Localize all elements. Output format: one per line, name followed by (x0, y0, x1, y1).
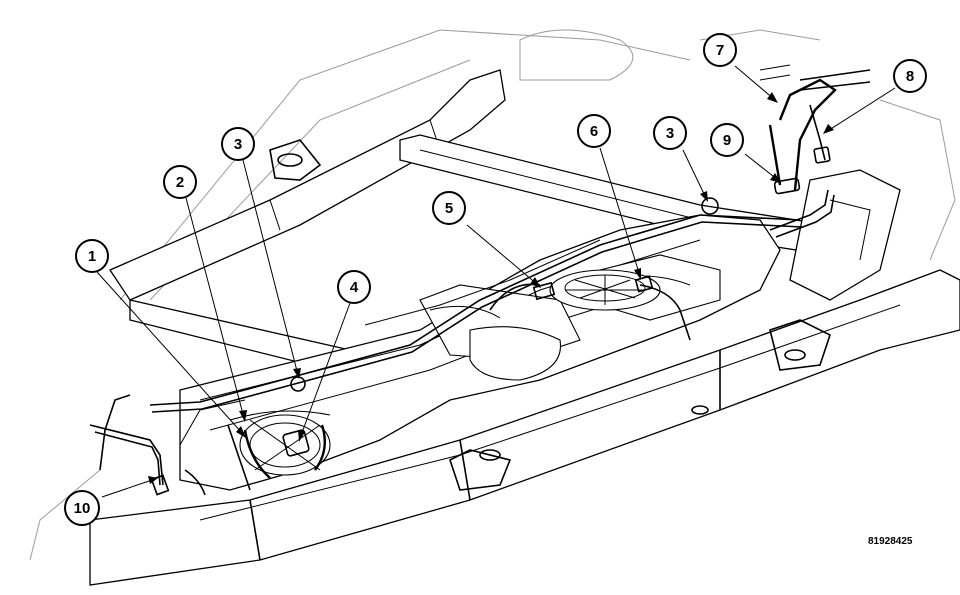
frame-rail-near (89, 269, 960, 586)
callout-3-left: 3 (221, 127, 255, 161)
callout-3-right: 3 (653, 116, 687, 150)
leader-line-3-right (682, 149, 707, 199)
callout-6-label: 6 (590, 123, 598, 140)
callout-10: 10 (64, 490, 100, 526)
callout-2-label: 2 (176, 174, 184, 191)
fuel-line-fitting (634, 275, 654, 293)
leader-line-2 (185, 197, 245, 419)
callout-9-label: 9 (723, 132, 731, 149)
leader-line-6 (599, 147, 641, 277)
leader-line-9 (744, 153, 779, 181)
tube-fitting (150, 474, 170, 496)
filler-tube-assembly (759, 64, 871, 195)
leader-line-5 (466, 224, 539, 286)
callout-8: 8 (893, 59, 927, 93)
callout-1: 1 (75, 239, 109, 273)
callout-8-label: 8 (906, 68, 914, 85)
vent-hose-end (813, 146, 831, 164)
frame-rail-far (109, 69, 506, 301)
frame-hole (784, 349, 806, 361)
callout-9: 9 (710, 123, 744, 157)
hose-clamp (773, 177, 801, 195)
electrical-connector (532, 281, 556, 301)
rollover-valve (701, 197, 719, 215)
leader-line-3-left (242, 159, 299, 376)
leader-line-1 (96, 271, 244, 435)
callout-5: 5 (432, 191, 466, 225)
callout-3-right-label: 3 (666, 125, 674, 142)
fuel-lines (89, 189, 835, 496)
frame-hole (691, 405, 709, 415)
callout-1-label: 1 (88, 248, 96, 265)
callout-7: 7 (703, 33, 737, 67)
callout-2: 2 (163, 165, 197, 199)
callout-4-label: 4 (350, 279, 359, 296)
callout-5-label: 5 (445, 200, 453, 217)
frame-hole (479, 449, 501, 461)
leader-line-7 (734, 65, 776, 101)
left-pump-module (179, 197, 719, 491)
callout-10-label: 10 (74, 500, 91, 517)
callout-3-left-label: 3 (234, 136, 242, 153)
callout-7-label: 7 (716, 42, 724, 59)
leader-line-10 (101, 478, 156, 498)
pump-connector (282, 429, 310, 457)
figure-id-number: 81928425 (868, 536, 913, 547)
callout-6: 6 (577, 114, 611, 148)
leader-line-8 (825, 87, 896, 133)
leader-line-4 (299, 302, 351, 439)
fuel-pump-module (532, 269, 661, 311)
leader-lines (96, 65, 896, 498)
callout-4: 4 (337, 270, 371, 304)
